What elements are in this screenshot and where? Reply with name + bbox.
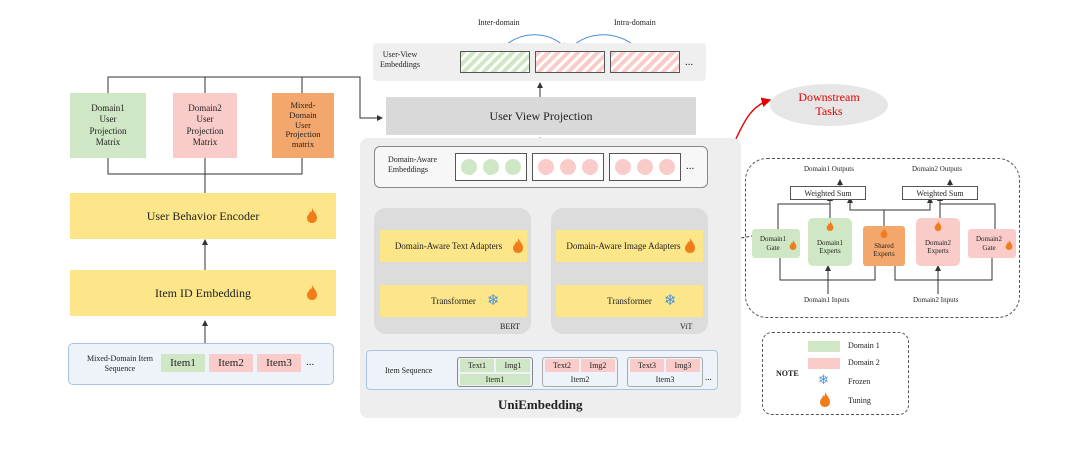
embedding-dot [637,159,653,175]
embedding-dot [582,159,598,175]
weighted-sum-1: Weighted Sum [790,186,866,200]
domain2-projection-matrix: Domain2 User Projection Matrix [173,93,237,158]
tuning-icon [307,285,317,300]
embedding-dot [659,159,675,175]
text-adapters: Domain-Aware Text Adapters [380,230,527,262]
moe-detail-panel [745,158,1020,318]
tuning-icon [880,228,888,238]
legend-frozen-icon: ❄ [818,373,829,388]
legend-tuning-icon [820,392,830,407]
sequence-ellipsis: ... [306,356,315,368]
domain2-gate-label: Domain2 Gate [975,235,1003,252]
seq-item-3-img: Img3 [666,359,700,372]
item-id-embedding: Item ID Embedding [70,270,336,316]
bert-transformer: Transformer [380,285,527,317]
embedding-dot [538,159,554,175]
user-view-embeddings-label: User-View Embeddings [380,50,420,69]
seq-item-1 [457,357,533,387]
tuning-icon [685,238,695,253]
text-adapters-label: Domain-Aware Text Adapters [394,241,503,251]
inter-domain-label: Inter-domain [478,18,520,27]
seq-item-1-img: Img1 [496,359,530,372]
downstream-tasks: Downstream Tasks [770,84,888,126]
tuning-icon [513,238,523,253]
domain2-inputs-label: Domain2 Inputs [913,296,959,304]
seq-ellipsis: ... [705,372,712,382]
user-behavior-encoder-label: User Behavior Encoder [146,208,260,223]
vit-transformer: Transformer [556,285,703,317]
image-adapters-label: Domain-Aware Image Adapters [566,241,681,251]
legend-tuning-label: Tuning [848,396,871,405]
domain-aware-embeddings-label: Domain-Aware Embeddings [388,155,438,174]
seq-item-2-img: Img2 [581,359,615,372]
user-view-ellipsis: ... [685,56,694,68]
embedding-dot [560,159,576,175]
seq-item-1-label: Item1 [460,374,530,385]
user-behavior-encoder: User Behavior Encoder [70,193,336,239]
seq-item-1-text: Text1 [460,359,494,372]
embedding-group-domain2-b [609,153,681,181]
user-view-projection-label: User View Projection [489,108,593,123]
legend-domain2-swatch [808,358,840,369]
user-view-embedding-domain2 [535,51,605,73]
sequence-label: Mixed-Domain Item Sequence [87,354,153,373]
embedding-group-domain2 [532,153,604,181]
tuning-icon [934,221,942,231]
embedding-dot [461,159,477,175]
tuning-icon [307,208,317,223]
seq-item-2-label: Item2 [570,375,590,384]
seq-item-3-label: Item3 [655,375,675,384]
weighted-sum-2: Weighted Sum [902,186,978,200]
item-1: Item1 [161,354,205,372]
embedding-dot [483,159,499,175]
embedding-group-domain1 [455,153,527,181]
seq-item-3-text: Text3 [630,359,664,372]
user-view-projection: User View Projection [386,97,696,135]
vit-transformer-label: Transformer [607,296,652,306]
mixed-domain-projection-matrix: Mixed- Domain User Projection matrix [272,93,334,158]
seq-item-2-text: Text2 [545,359,579,372]
frozen-icon: ❄ [664,291,677,309]
item-3: Item3 [257,354,301,372]
domain2-outputs-label: Domain2 Outputs [912,165,962,173]
legend-domain2-label: Domain 2 [848,358,880,367]
legend-frozen-label: Frozen [848,377,871,386]
domain1-outputs-label: Domain1 Outputs [804,165,854,173]
bert-transformer-label: Transformer [431,296,476,306]
user-view-embedding-domain1 [460,51,530,73]
domain1-inputs-label: Domain1 Inputs [804,296,850,304]
domain1-gate-label: Domain1 Gate [759,235,787,252]
vit-label: ViT [680,322,693,331]
embedding-dot [505,159,521,175]
image-adapters: Domain-Aware Image Adapters [556,230,703,262]
legend-domain1-swatch [808,341,840,352]
legend-domain1-label: Domain 1 [848,341,880,350]
item-2: Item2 [209,354,253,372]
domain1-projection-matrix: Domain1 User Projection Matrix [70,93,146,158]
seq-item-3 [627,357,703,387]
seq-item-2 [542,357,618,387]
item-id-embedding-label: Item ID Embedding [155,285,251,300]
frozen-icon: ❄ [487,291,500,309]
item-sequence-label: Item Sequence [385,366,433,375]
domain1-gate: Domain1 Gate [752,229,800,258]
embeddings-ellipsis: ... [686,160,695,172]
tuning-icon [789,240,797,250]
bert-label: BERT [500,322,520,331]
embedding-dot [615,159,631,175]
intra-domain-label: Intra-domain [614,18,656,27]
legend-note: NOTE [776,369,799,378]
tuning-icon [826,221,834,231]
tuning-icon [1005,240,1013,250]
uniembedding-title: UniEmbedding [498,397,583,412]
user-view-embedding-domain2-b [610,51,680,73]
